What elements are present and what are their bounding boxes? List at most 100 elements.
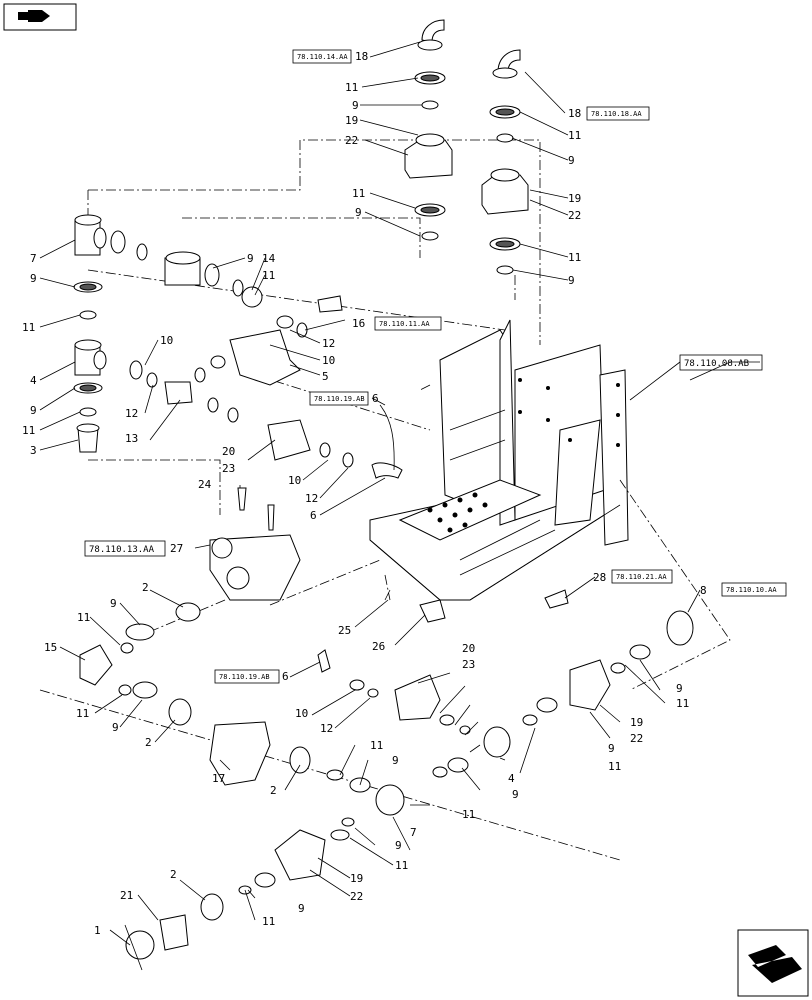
frame-assembly [369, 319, 629, 601]
callout-9: 9 [568, 154, 575, 167]
left-column-parts [73, 214, 107, 453]
lower-right-parts [317, 589, 694, 778]
callout-2: 2 [142, 581, 149, 594]
center-left-parts [129, 360, 403, 479]
ref-box-8[interactable]: 78.110.10.AA [721, 582, 787, 597]
callout-12: 12 [305, 492, 318, 505]
ref-box-6-upper[interactable]: 78.110.19.AB [309, 391, 369, 406]
ref-box-top-right[interactable]: 78.110.18.AA [586, 106, 650, 121]
callout-11: 11 [676, 697, 689, 710]
callout-6: 6 [310, 509, 317, 522]
callout-9: 9 [112, 721, 119, 734]
svg-text:78.110.19.AB: 78.110.19.AB [314, 395, 365, 403]
upper-middle-parts [110, 230, 343, 386]
callout-11: 11 [608, 760, 621, 773]
callout-12: 12 [125, 407, 138, 420]
svg-text:78.110.21.AA: 78.110.21.AA [616, 573, 667, 581]
svg-text:78.110.13.AA: 78.110.13.AA [89, 545, 155, 555]
callout-9: 9 [30, 272, 37, 285]
upper-left-valve-stack [404, 19, 453, 241]
callout-labels: 18 11 9 19 22 11 9 18 11 9 19 22 11 9 7 … [22, 50, 707, 937]
callout-7: 7 [410, 826, 417, 839]
callout-4: 4 [30, 374, 37, 387]
callout-9: 9 [392, 754, 399, 767]
callout-18: 18 [355, 50, 368, 63]
svg-text:78.110.14.AA: 78.110.14.AA [297, 53, 348, 61]
ref-box-28[interactable]: 78.110.21.AA [611, 569, 673, 584]
callout-11: 11 [262, 269, 275, 282]
callout-1: 1 [94, 924, 101, 937]
callout-9: 9 [608, 742, 615, 755]
callout-19: 19 [568, 192, 581, 205]
callout-28: 28 [593, 571, 606, 584]
callout-11: 11 [22, 424, 35, 437]
svg-text:78.110.18.AA: 78.110.18.AA [591, 110, 642, 118]
callout-4: 4 [508, 772, 515, 785]
callout-9: 9 [298, 902, 305, 915]
callout-9: 9 [352, 99, 359, 112]
callout-11: 11 [395, 859, 408, 872]
callout-10: 10 [288, 474, 301, 487]
svg-text:78.110.11.AA: 78.110.11.AA [379, 320, 430, 328]
callout-8: 8 [700, 584, 707, 597]
callout-2: 2 [170, 868, 177, 881]
callout-11: 11 [76, 707, 89, 720]
callout-18: 18 [568, 107, 581, 120]
callout-20: 20 [462, 642, 475, 655]
previous-page-icon[interactable] [3, 3, 77, 31]
callout-24: 24 [198, 478, 212, 491]
callout-9: 9 [512, 788, 519, 801]
leader-lines [39, 41, 701, 946]
callout-15: 15 [44, 641, 57, 654]
callout-9: 9 [247, 252, 254, 265]
callout-26: 26 [372, 640, 385, 653]
callout-11: 11 [462, 808, 475, 821]
callout-9: 9 [568, 274, 575, 287]
callout-6: 6 [372, 392, 379, 405]
svg-text:78.110.19.AB: 78.110.19.AB [219, 673, 270, 681]
callout-12: 12 [322, 337, 335, 350]
callout-10: 10 [160, 334, 173, 347]
upper-right-valve-stack [481, 49, 529, 275]
callout-23: 23 [222, 462, 235, 475]
ref-box-16[interactable]: 78.110.11.AA [374, 316, 442, 331]
callout-2: 2 [270, 784, 277, 797]
callout-9: 9 [110, 597, 117, 610]
callout-6: 6 [282, 670, 289, 683]
svg-text:78.110.08.AB: 78.110.08.AB [684, 359, 749, 369]
callout-14: 14 [262, 252, 276, 265]
callout-9: 9 [30, 404, 37, 417]
ref-box-27[interactable]: 78.110.13.AA [84, 540, 166, 557]
callout-21: 21 [120, 889, 133, 902]
callout-17: 17 [212, 772, 225, 785]
next-page-icon[interactable] [737, 929, 809, 997]
ref-box-main[interactable]: 78.110.08.AB [679, 354, 763, 371]
callout-19: 19 [350, 872, 363, 885]
callout-22: 22 [568, 209, 581, 222]
callout-2: 2 [145, 736, 152, 749]
ref-box-6-lower[interactable]: 78.110.19.AB [214, 669, 280, 684]
callout-11: 11 [262, 915, 275, 928]
callout-11: 11 [22, 321, 35, 334]
callout-10: 10 [322, 354, 335, 367]
callout-22: 22 [345, 134, 358, 147]
callout-9: 9 [676, 682, 683, 695]
callout-5: 5 [322, 370, 329, 383]
callout-23: 23 [462, 658, 475, 671]
callout-22: 22 [350, 890, 363, 903]
callout-11: 11 [352, 187, 365, 200]
callout-11: 11 [568, 129, 581, 142]
callout-10: 10 [295, 707, 308, 720]
svg-text:78.110.10.AA: 78.110.10.AA [726, 586, 777, 594]
lower-center-parts [79, 487, 405, 971]
callout-20: 20 [222, 445, 235, 458]
callout-7: 7 [30, 252, 37, 265]
callout-9: 9 [355, 206, 362, 219]
callout-11: 11 [77, 611, 90, 624]
callout-11: 11 [370, 739, 383, 752]
callout-9: 9 [395, 839, 402, 852]
ref-box-top-left[interactable]: 78.110.14.AA [292, 49, 352, 64]
callout-19: 19 [345, 114, 358, 127]
callout-19: 19 [630, 716, 643, 729]
callout-13: 13 [125, 432, 138, 445]
